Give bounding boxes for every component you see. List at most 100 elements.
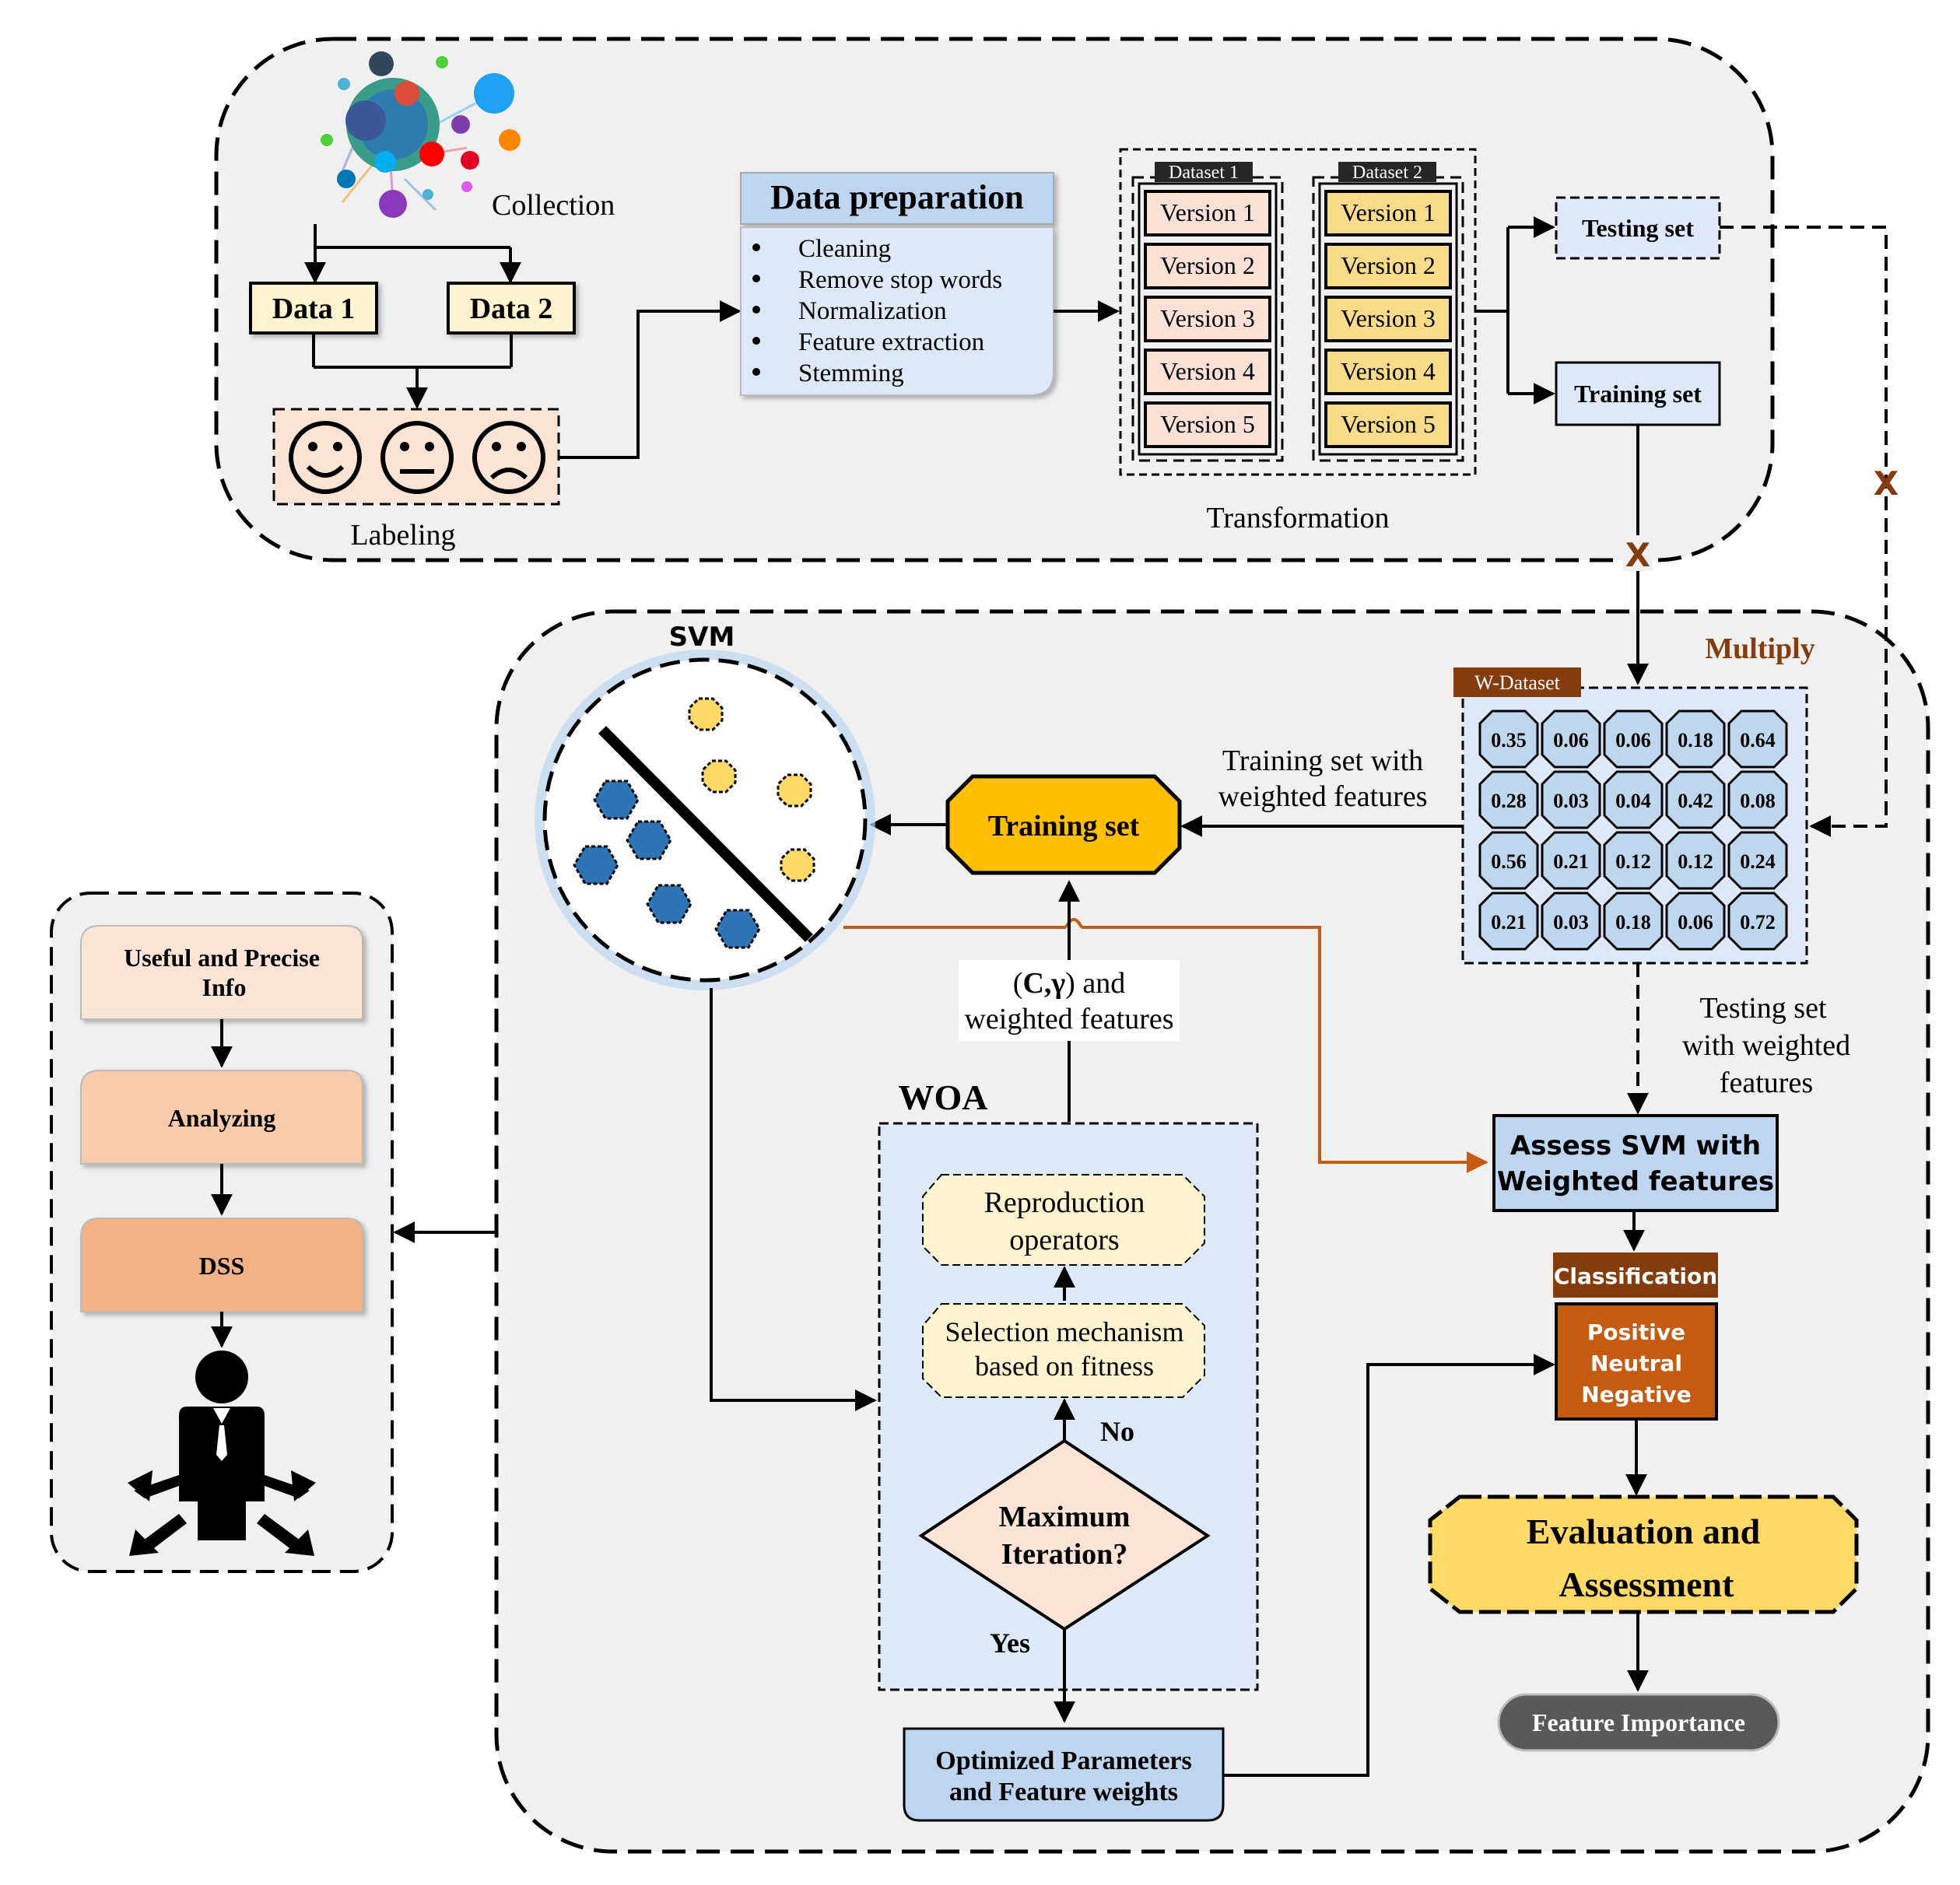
version-box xyxy=(1144,190,1271,237)
svm-blue-points xyxy=(573,780,761,949)
w-dataset-value: 0.12 xyxy=(1678,850,1713,873)
w-dataset-value: 0.04 xyxy=(1615,790,1651,812)
w-dataset-cell xyxy=(1727,710,1788,769)
class-neutral: Neutral xyxy=(1590,1351,1682,1376)
training-set-label: Training set xyxy=(1574,380,1702,408)
w-dataset-cell xyxy=(1603,892,1664,951)
svm-circle xyxy=(542,657,868,983)
data-2-label: Data 2 xyxy=(470,293,553,325)
version-box xyxy=(1324,296,1452,342)
w-dataset-value: 0.06 xyxy=(1615,729,1651,752)
dss-useful-line1: Useful and Precise xyxy=(124,944,320,972)
multiply-label: Multiply xyxy=(1705,632,1814,665)
prep-step: Remove stop words xyxy=(798,266,1002,294)
dataset-2-versions: Version 1 Version 2 Version 3 Version 4 … xyxy=(1324,190,1452,448)
w-dataset-value: 0.12 xyxy=(1615,850,1651,873)
version-label: Version 3 xyxy=(1160,304,1255,332)
data-2-box xyxy=(447,282,576,335)
dataset-1-inner xyxy=(1138,182,1278,456)
w-dataset-tag xyxy=(1453,667,1581,697)
version-label: Version 2 xyxy=(1160,251,1255,279)
w-dataset-cell xyxy=(1541,770,1601,829)
class-negative: Negative xyxy=(1581,1382,1692,1407)
version-box xyxy=(1144,296,1271,342)
selection-line1: Selection mechanism xyxy=(945,1316,1184,1347)
optimized-line1: Optimized Parameters xyxy=(935,1747,1192,1775)
svm-label: SVM xyxy=(669,622,735,653)
neutral-face-icon xyxy=(380,421,454,494)
dataset-1-versions: Version 1 Version 2 Version 3 Version 4 … xyxy=(1144,190,1271,448)
params-caption-gamma: γ xyxy=(1050,967,1065,1000)
w-dataset-tag-label: W-Dataset xyxy=(1474,671,1561,694)
dataset-1-tag-label: Dataset 1 xyxy=(1169,163,1239,183)
w-dataset-cell xyxy=(1727,770,1788,829)
svm-point xyxy=(780,848,815,882)
svm-point xyxy=(701,759,737,794)
w-dataset-cell xyxy=(1727,831,1788,890)
dss-analyzing-box xyxy=(80,1070,363,1165)
testing-caption-line2: with weighted xyxy=(1682,1029,1850,1062)
reproduction-line2: operators xyxy=(1009,1224,1119,1256)
params-caption-line1: (C,γ) and xyxy=(1013,967,1125,1000)
w-dataset-cell xyxy=(1478,831,1539,890)
classification-header xyxy=(1553,1253,1718,1298)
evaluation-line2: Assessment xyxy=(1559,1564,1735,1604)
testing-caption-line1: Testing set xyxy=(1699,992,1826,1025)
version-label: Version 2 xyxy=(1341,251,1436,279)
w-dataset-value: 0.28 xyxy=(1491,790,1527,812)
transformation-label: Transformation xyxy=(1206,502,1389,534)
params-caption-bg xyxy=(959,960,1180,1041)
testing-caption-line3: features xyxy=(1720,1067,1813,1099)
svm-point xyxy=(626,820,672,860)
prep-step: Cleaning xyxy=(798,235,891,263)
w-dataset-cell xyxy=(1603,710,1664,769)
decision-line2: Iteration? xyxy=(1001,1538,1128,1571)
data-preparation-steps: Cleaning Remove stop words Normalization… xyxy=(752,235,1002,387)
version-box xyxy=(1144,401,1271,448)
optimized-box xyxy=(903,1727,1225,1822)
testing-set-box xyxy=(1555,196,1721,260)
version-box xyxy=(1144,243,1271,289)
w-dataset-cell xyxy=(1478,892,1539,951)
version-label: Version 5 xyxy=(1341,410,1436,438)
decision-no-label: No xyxy=(1100,1416,1134,1447)
data-preparation-title: Data preparation xyxy=(770,178,1024,216)
version-label: Version 5 xyxy=(1160,410,1255,438)
training-set-octagon-label: Training set xyxy=(988,810,1140,843)
selection-box xyxy=(922,1303,1205,1398)
w-dataset-value: 0.18 xyxy=(1678,729,1713,752)
happy-face-icon xyxy=(289,421,362,494)
training-set-octagon xyxy=(945,774,1182,875)
svm-point xyxy=(777,773,812,808)
svm-point xyxy=(593,780,640,820)
data-preparation-steps-box xyxy=(740,226,1054,396)
w-dataset-cell xyxy=(1603,831,1664,890)
w-dataset-value: 0.03 xyxy=(1553,911,1589,934)
decision-yes-label: Yes xyxy=(990,1627,1030,1659)
w-dataset-cell xyxy=(1665,831,1726,890)
decision-line1: Maximum xyxy=(999,1501,1131,1533)
version-label: Version 1 xyxy=(1341,198,1436,226)
w-dataset-cell xyxy=(1665,710,1726,769)
w-dataset-value: 0.72 xyxy=(1740,911,1776,934)
woa-title: WOA xyxy=(899,1077,988,1117)
assess-line2: Weighted features xyxy=(1497,1166,1774,1197)
class-positive: Positive xyxy=(1587,1319,1685,1345)
evaluation-box xyxy=(1428,1494,1859,1614)
w-dataset-value: 0.64 xyxy=(1740,729,1776,752)
params-caption-sep: , xyxy=(1044,967,1052,1000)
version-box xyxy=(1324,190,1452,237)
svm-point xyxy=(688,697,724,731)
training-caption-line2: weighted features xyxy=(1218,780,1427,813)
classification-header-label: Classification xyxy=(1554,1263,1717,1289)
params-caption-line2: weighted features xyxy=(964,1003,1173,1035)
social-network-icon xyxy=(321,51,521,218)
dataset-2-inner xyxy=(1318,182,1458,456)
svm-point xyxy=(573,845,619,885)
version-label: Version 4 xyxy=(1341,357,1436,385)
w-dataset-cell xyxy=(1541,892,1601,951)
dss-label: DSS xyxy=(199,1252,245,1280)
assess-line1: Assess SVM with xyxy=(1510,1130,1761,1161)
w-dataset-value: 0.08 xyxy=(1740,790,1776,812)
